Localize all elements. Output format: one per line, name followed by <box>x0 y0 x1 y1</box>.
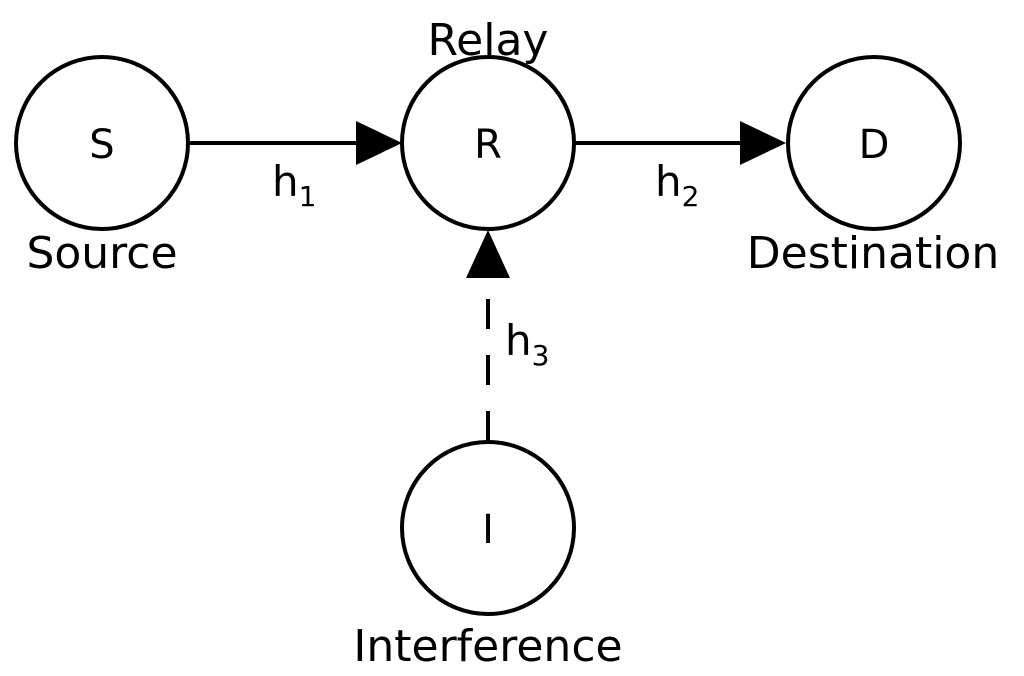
node-relay-circle <box>400 55 576 231</box>
edge-h2-label-base: h <box>655 157 682 206</box>
node-destination-symbol: D <box>859 122 890 168</box>
node-interference-symbol: I <box>482 507 494 553</box>
edge-h1-label: h1 <box>272 157 316 213</box>
node-relay-caption: Relay <box>428 15 549 66</box>
node-interference-caption: Interference <box>353 621 622 672</box>
node-source-symbol: S <box>89 122 114 168</box>
node-destination-circle <box>786 55 962 231</box>
node-relay: R Relay <box>400 15 576 231</box>
edge-h1-label-base: h <box>272 157 299 206</box>
node-source-circle <box>14 55 190 231</box>
edge-h2-label: h2 <box>655 157 699 213</box>
edge-h3-label-base: h <box>505 316 532 365</box>
node-interference-circle <box>400 440 576 616</box>
node-destination: D Destination <box>747 55 999 279</box>
node-interference: I Interference <box>353 440 623 672</box>
edge-h2: h2 <box>575 121 786 213</box>
node-relay-symbol: R <box>474 122 502 168</box>
edge-h2-arrowhead <box>740 121 786 165</box>
edge-h3-label-subscript: 3 <box>532 339 550 372</box>
node-destination-caption: Destination <box>747 228 999 279</box>
edge-h1-arrowhead <box>356 121 402 165</box>
edge-h3-label: h3 <box>505 316 549 372</box>
edge-h2-label-subscript: 2 <box>682 180 700 213</box>
edge-h3-arrowhead <box>466 230 510 278</box>
node-source-caption: Source <box>26 228 177 279</box>
edge-h1-label-subscript: 1 <box>299 180 317 213</box>
node-source: S Source <box>14 55 190 279</box>
edge-h1: h1 <box>190 121 402 213</box>
edge-h3: h3 <box>466 230 549 441</box>
